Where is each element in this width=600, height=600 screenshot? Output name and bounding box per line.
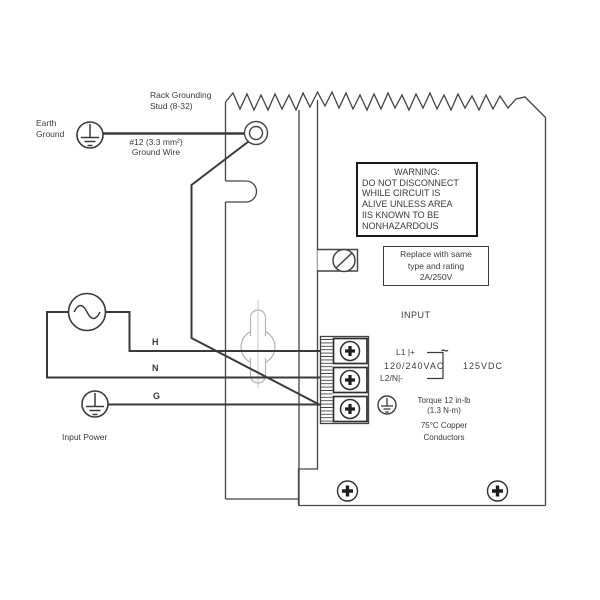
terminal-ground-icon: [377, 395, 397, 415]
earth-ground-icon: [76, 121, 104, 149]
l1-l2n-bracket: [427, 351, 444, 380]
stud-to-terminal-ground-wire: [190, 140, 324, 408]
l1-terminal-label: L1 |+: [396, 347, 415, 357]
input-power-ground-icon: [81, 390, 109, 418]
terminal-block: [319, 335, 370, 425]
warning-line: IIS KNOWN TO BE: [362, 209, 440, 220]
torn-edge: [225, 90, 546, 118]
fuse-placard-line: type and rating: [407, 260, 465, 271]
voltage-ac-label: 120/240VAC: [384, 361, 445, 371]
wire-h-label: H: [152, 337, 159, 347]
terminal-screw-l2n-icon: [339, 369, 361, 391]
rack-bracket-outline: [224, 102, 300, 506]
l2n-terminal-label: L2/N|-: [380, 373, 403, 383]
panel-screw-left-icon: [336, 480, 359, 502]
ac-tilde-symbol: ~: [441, 343, 449, 358]
torque-label: Torque 12 in-lb(1.3 N-m): [417, 396, 471, 415]
warning-title: WARNING:: [394, 167, 440, 177]
warning-line: ALIVE UNLESS AREA: [362, 199, 453, 210]
wire-h: [105, 311, 322, 352]
fuse-replacement-placard: Replace with same type and rating 2A/250…: [383, 246, 489, 286]
fuse-placard-line: Replace with same: [400, 249, 472, 259]
warning-line: NONHAZARDOUS: [362, 220, 439, 231]
voltage-dc-label: 125VDC: [463, 361, 504, 371]
wire-g-label: G: [153, 391, 161, 401]
warning-placard: WARNING: DO NOT DISCONNECT WHILE CIRCUIT…: [356, 162, 478, 237]
bracket-slot-cutout: [225, 180, 258, 203]
fuse-placard-line: 2A/250V: [419, 272, 453, 282]
ground-wire-label: #12 (3.3 mm²)Ground Wire: [129, 137, 183, 157]
input-label: INPUT: [401, 310, 431, 320]
warning-line: DO NOT DISCONNECT: [362, 177, 459, 188]
terminal-screw-l1-icon: [339, 340, 361, 362]
wire-n: [46, 311, 322, 379]
wire-n-label: N: [152, 363, 159, 373]
panel-screw-right-icon: [486, 480, 509, 502]
fuse-holder-icon: [317, 248, 359, 273]
input-power-label: Input Power: [62, 432, 108, 442]
terminal-clamp-teeth: [320, 339, 333, 422]
terminal-screw-ground-icon: [339, 398, 361, 420]
main-panel-outline: [297, 100, 547, 507]
ac-source-icon: [67, 292, 107, 332]
warning-line: WHILE CIRCUIT IS: [362, 188, 441, 199]
keyhole-cutout-icon: [240, 300, 276, 388]
